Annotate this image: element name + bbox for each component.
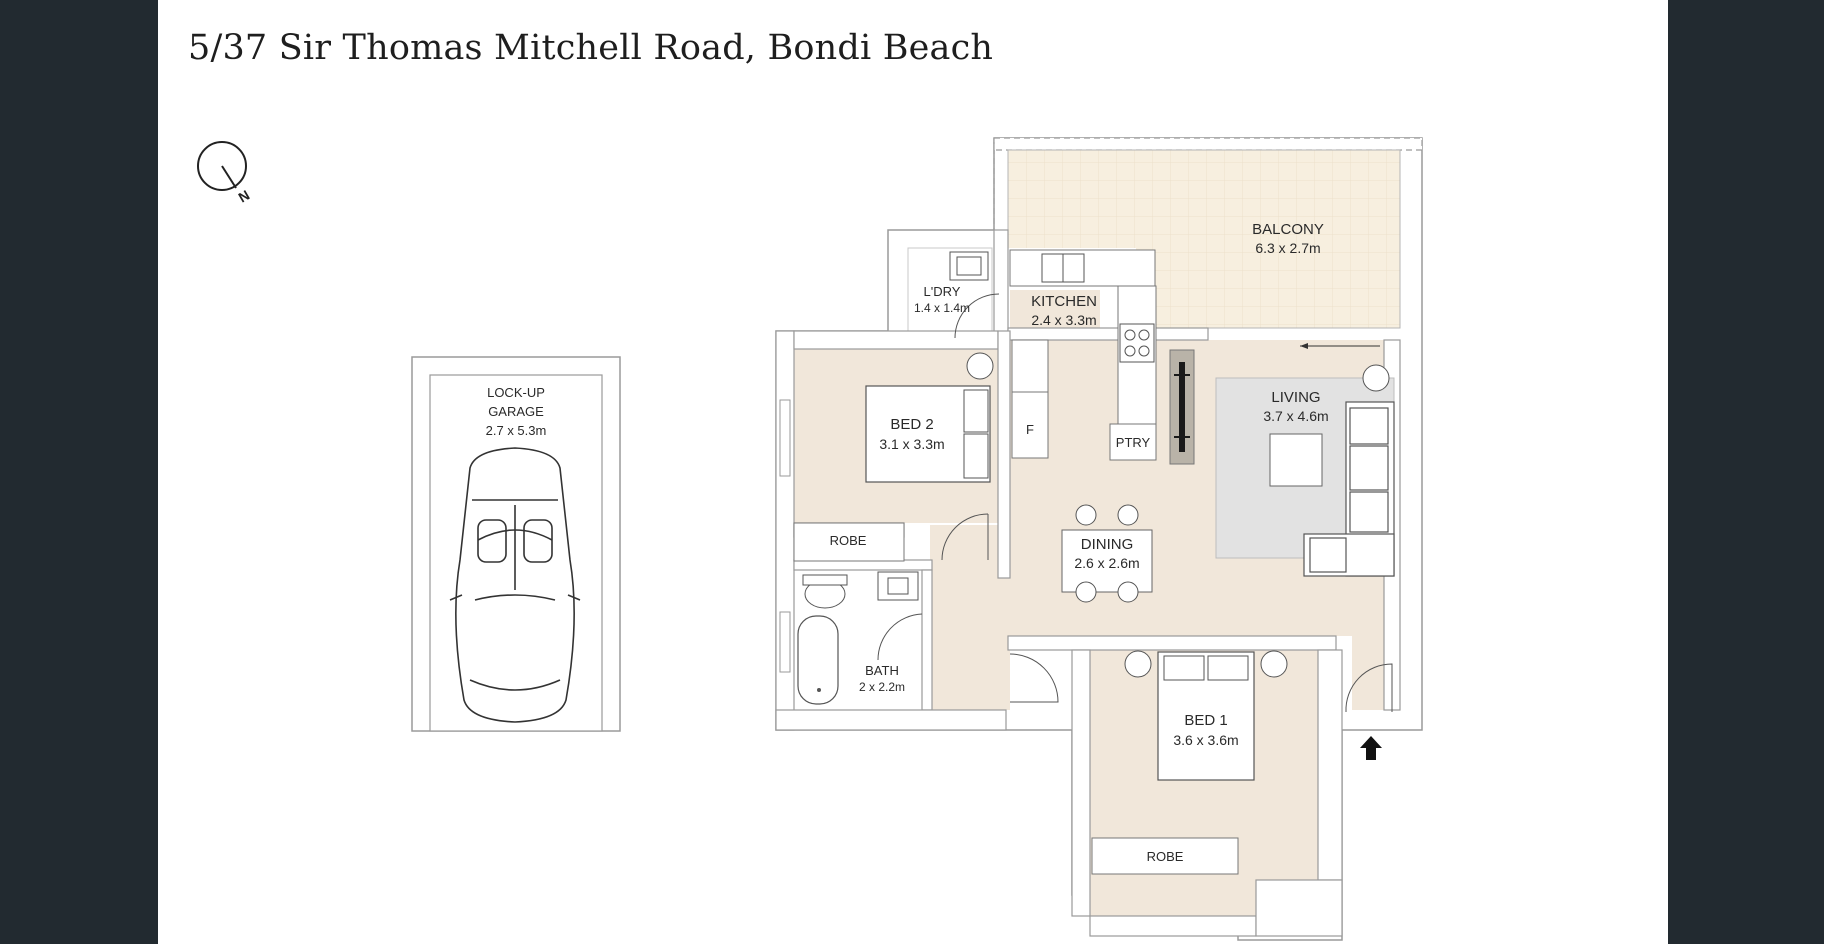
bed1: BED 1 3.6 x 3.6m ROBE <box>1009 650 1288 875</box>
laundry-label: L'DRY <box>924 284 961 299</box>
bed1-robe-label: ROBE <box>1147 849 1184 864</box>
kitchen-dims: 2.4 x 3.3m <box>1031 312 1096 328</box>
dining-dims: 2.6 x 2.6m <box>1074 555 1139 571</box>
kitchen: KITCHEN 2.4 x 3.3m F PTRY <box>1009 249 1157 461</box>
north-compass: N <box>197 141 253 206</box>
balcony-label: BALCONY <box>1252 221 1324 238</box>
bed2-label: BED 2 <box>890 416 933 433</box>
sofa-icon <box>1303 401 1395 577</box>
bed2-robe-label: ROBE <box>830 533 867 548</box>
bed2-dims: 3.1 x 3.3m <box>879 436 944 452</box>
laundry: L'DRY 1.4 x 1.4m <box>914 251 1000 339</box>
entry-door <box>1345 663 1393 760</box>
cooktop-icon <box>1119 323 1155 363</box>
page-title: 5/37 Sir Thomas Mitchell Road, Bondi Bea… <box>188 28 994 68</box>
bed1-dims: 3.6 x 3.6m <box>1173 732 1238 748</box>
fridge-label: F <box>1026 422 1034 437</box>
garage-label-2: GARAGE <box>488 404 544 419</box>
entry-arrow-icon <box>1360 736 1382 760</box>
bath: BATH 2 x 2.2m <box>779 571 923 705</box>
bed1-label: BED 1 <box>1184 712 1227 729</box>
garage-label-1: LOCK-UP <box>487 385 545 400</box>
kitchen-label: KITCHEN <box>1031 293 1097 310</box>
dining-label: DINING <box>1081 536 1134 553</box>
bed2: BED 2 3.1 x 3.3m ROBE <box>779 352 994 562</box>
garage: LOCK-UP GARAGE 2.7 x 5.3m <box>411 356 621 732</box>
fireplace-icon <box>1169 349 1195 465</box>
car-icon <box>449 447 581 723</box>
balcony-dims: 6.3 x 2.7m <box>1255 240 1320 256</box>
dining: DINING 2.6 x 2.6m <box>1061 504 1153 603</box>
bath-dims: 2 x 2.2m <box>859 680 905 694</box>
living: LIVING 3.7 x 4.6m <box>1215 343 1395 577</box>
bath-label: BATH <box>865 663 899 678</box>
living-dims: 3.7 x 4.6m <box>1263 408 1328 424</box>
compass-north-label: N <box>236 187 253 206</box>
garage-dims: 2.7 x 5.3m <box>486 423 547 438</box>
laundry-dims: 1.4 x 1.4m <box>914 301 970 315</box>
living-label: LIVING <box>1271 389 1320 406</box>
pantry-label: PTRY <box>1116 435 1151 450</box>
